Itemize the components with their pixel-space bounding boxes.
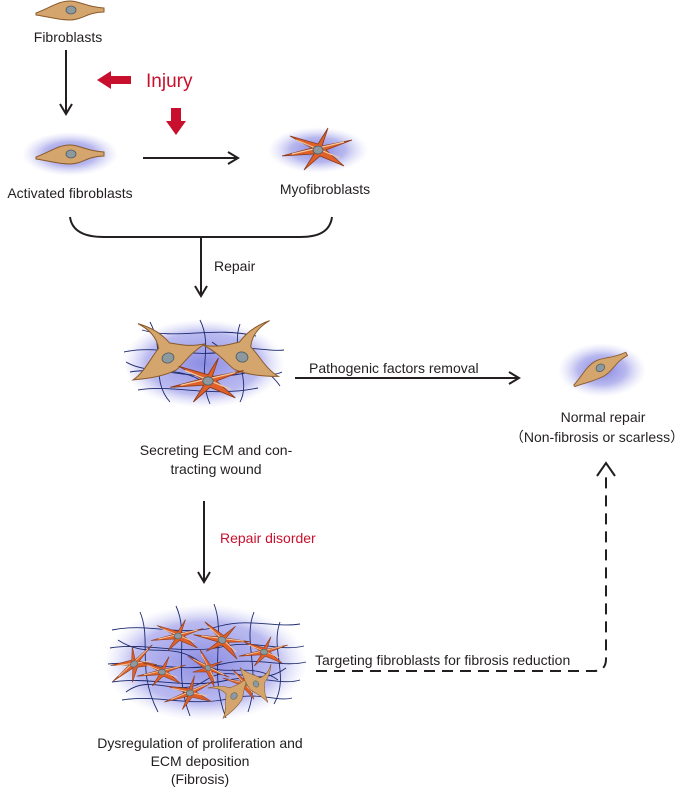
fibrosis-ecm-fibers (107, 603, 307, 719)
injury-label: Injury (146, 71, 193, 92)
repair-disorder-label: Repair disorder (220, 530, 316, 546)
fibrosis-cluster (101, 603, 308, 722)
injury-arrow-left-icon (97, 71, 131, 89)
dysregulation-label-line2: ECM deposition (151, 753, 250, 769)
repair-label: Repair (214, 258, 256, 274)
dysregulation-label-line1: Dysregulation of proliferation and (97, 735, 302, 751)
dashed-arrow-targeting (316, 472, 607, 672)
dashed-arrow-head (596, 461, 616, 477)
myofibroblasts-label: Myofibroblasts (280, 181, 370, 197)
targeting-label: Targeting fibroblasts for fibrosis reduc… (315, 652, 570, 668)
injury-arrow-down-icon (166, 108, 186, 135)
secreting-label-line1: Secreting ECM and con- (140, 442, 293, 458)
wound-ecm-cluster (116, 305, 292, 408)
grouping-brace (69, 216, 333, 238)
fibroblasts-label: Fibroblasts (34, 29, 102, 45)
pathogenic-factors-removal-label: Pathogenic factors removal (309, 360, 479, 376)
dysregulation-label-line3: (Fibrosis) (171, 771, 229, 787)
normal-repair-label-line2: （Non-fibrosis or scarless） (510, 429, 684, 445)
fibroblast-icon (35, 0, 105, 21)
normal-repair-label-line1: Normal repair (561, 409, 646, 425)
secreting-label-line2: tracting wound (170, 461, 261, 477)
activated-fibroblasts-label: Activated fibroblasts (7, 185, 132, 201)
